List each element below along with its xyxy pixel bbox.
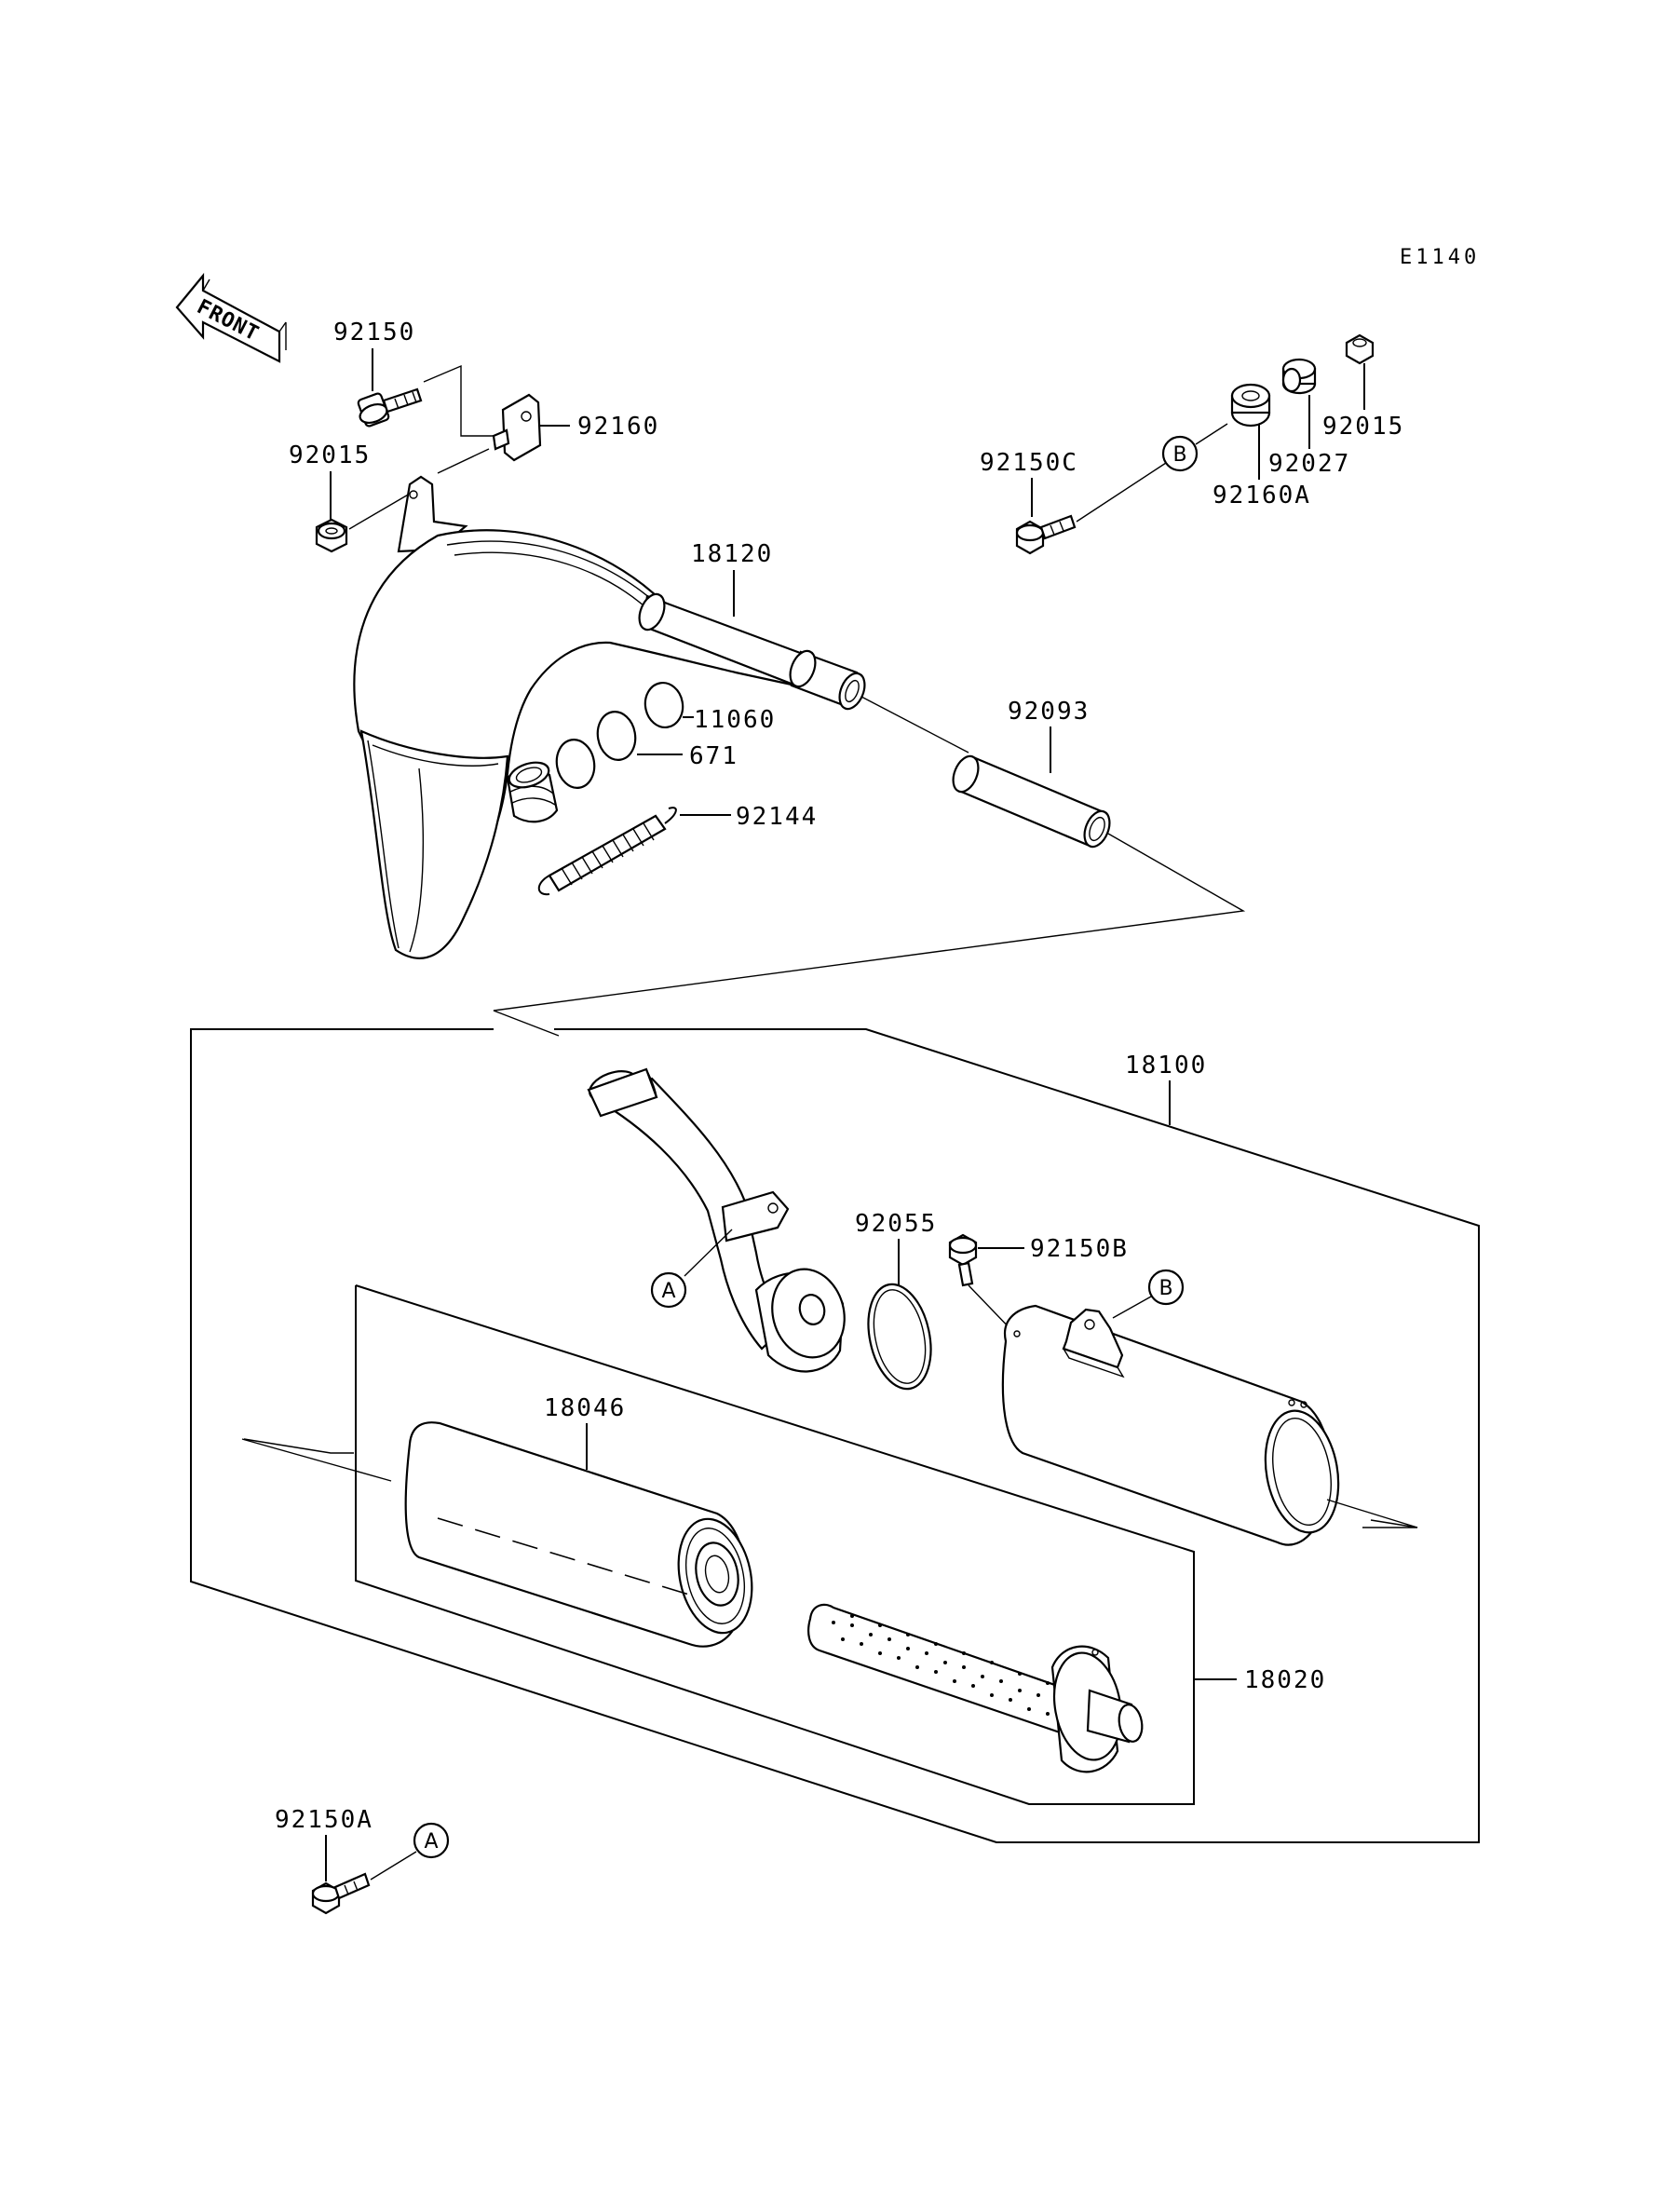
grommet-92160A [1230, 383, 1271, 428]
sleeve-92093 [952, 754, 1111, 849]
label-92150A: 92150A [275, 1806, 373, 1834]
label-18020: 18020 [1244, 1666, 1326, 1694]
label-92055: 92055 [855, 1210, 937, 1238]
svg-text:B: B [1172, 443, 1186, 467]
front-arrow-icon: FRONT [175, 272, 287, 363]
collar-92027 [1281, 358, 1317, 395]
packing-18046 [404, 1421, 753, 1648]
label-92150: 92150 [333, 319, 415, 346]
ref-marker-b-top: B [1161, 435, 1199, 472]
label-11060: 11060 [694, 706, 776, 734]
bolt-92150C [1015, 514, 1077, 555]
ref-marker-b-mid: B [1147, 1269, 1185, 1306]
svg-text:B: B [1158, 1277, 1172, 1300]
gasket-671-a [596, 711, 637, 761]
gasket-92055 [867, 1283, 932, 1391]
bolt-92150A [311, 1872, 371, 1915]
clip-nut-92160 [492, 393, 542, 462]
diagram-code: E1140 [1400, 246, 1480, 269]
spring-92144 [537, 807, 677, 896]
baffle-tube-18020 [807, 1603, 1144, 1773]
expansion-chamber-18120 [353, 475, 866, 959]
bolt-92150 [357, 387, 423, 428]
ref-marker-a-mid: A [650, 1271, 687, 1309]
nut-92015-left [315, 518, 348, 553]
muffler-shell [1001, 1304, 1340, 1546]
label-92015-left: 92015 [289, 441, 371, 469]
header-pipe [587, 1067, 846, 1373]
label-92160: 92160 [577, 413, 659, 441]
label-18100: 18100 [1125, 1052, 1207, 1080]
label-92150C: 92150C [980, 449, 1078, 477]
label-92160A: 92160A [1213, 482, 1311, 509]
label-92027: 92027 [1268, 450, 1350, 478]
perforations [832, 1614, 1050, 1716]
ref-marker-a-bottom: A [413, 1822, 450, 1859]
label-92144: 92144 [736, 803, 818, 831]
svg-text:A: A [661, 1280, 675, 1303]
gasket-671-b [555, 739, 596, 789]
label-671: 671 [689, 742, 738, 770]
label-18120: 18120 [691, 540, 773, 568]
label-18046: 18046 [544, 1394, 626, 1422]
nut-92015-right [1345, 333, 1375, 365]
label-92150B: 92150B [1030, 1235, 1129, 1263]
o-ring-11060 [644, 682, 684, 728]
label-92093: 92093 [1008, 698, 1090, 726]
svg-text:A: A [424, 1830, 438, 1854]
bolt-92150B [948, 1233, 978, 1287]
label-92015-right: 92015 [1322, 413, 1404, 441]
